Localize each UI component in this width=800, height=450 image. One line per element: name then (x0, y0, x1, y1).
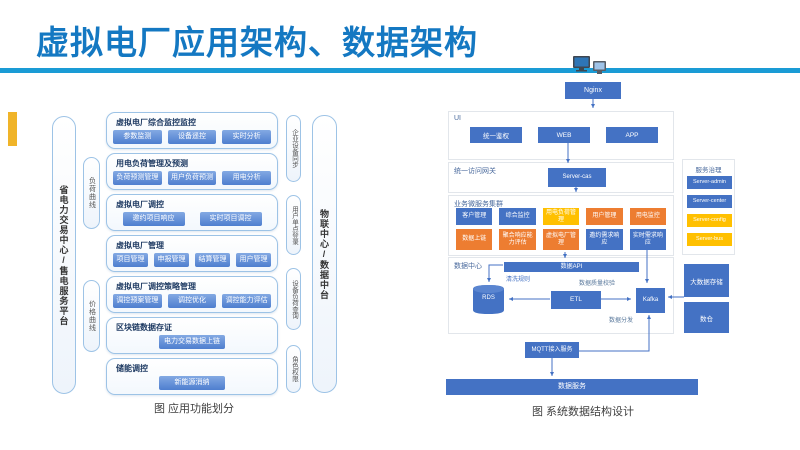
group-load-forecast: 用电负荷管理及预测 负荷预测管理 用户负荷预测 用电分析 (106, 153, 278, 190)
group-title: 储能调控 (116, 364, 148, 373)
accent-bar (8, 112, 17, 146)
group-title: 虚拟电厂调控 (116, 200, 164, 209)
group-title: 区块链数据存证 (116, 323, 172, 332)
module-chip: 结算管理 (195, 253, 230, 267)
group-title: 虚拟电厂综合监控监控 (116, 118, 196, 127)
datacenter-section: 数据中心 数据API 清洗规则 数据质量校验 RDS ETL Kafka 数据分… (448, 257, 674, 334)
gateway-section: 统一访问网关 Server-cas (448, 162, 674, 193)
group-blockchain: 区块链数据存证 电力交易数据上链 (106, 317, 278, 354)
service-node: 虚拟电厂管理 (542, 229, 580, 250)
governance-node: Server-center (687, 195, 732, 208)
governance-section: 服务治理 Server-admin Server-center Server-c… (682, 159, 735, 255)
service-node: 综合监控 (499, 208, 536, 225)
group-storage-control: 储能调控 新能源消纳 (106, 358, 278, 395)
platform-pill-left: 省电力交易中心/售电服务平台 (52, 116, 76, 394)
service-node: 聚合响应能力评估 (499, 229, 536, 250)
module-chip: 参数监测 (113, 130, 162, 144)
bottom-service-bar: 数据服务 (446, 379, 698, 395)
group-title: 虚拟电厂调控策略管理 (116, 282, 196, 291)
data-api-bar: 数据API (504, 262, 639, 272)
ui-node-web: WEB (538, 127, 590, 143)
services-section: 业务微服务集群 客户管理 综合监控 用电负荷管理 用户管理 用电监控 数据上链 … (448, 195, 674, 256)
database-label: RDS (482, 295, 495, 301)
group-monitoring: 虚拟电厂综合监控监控 参数监测 设备遥控 实时分析 (106, 112, 278, 149)
section-label: 服务治理 (695, 167, 722, 174)
ui-node-app: APP (606, 127, 658, 143)
service-node: 用户管理 (586, 208, 623, 225)
ui-node-auth: 统一鉴权 (470, 127, 522, 143)
module-chip: 邀约项目响应 (122, 212, 185, 226)
group-strategy: 虚拟电厂调控策略管理 调控预案管理 调控优化 调控能力评估 (106, 276, 278, 313)
page-title: 虚拟电厂应用架构、数据架构 (36, 24, 478, 61)
module-chip: 设备遥控 (167, 130, 217, 144)
module-chip: 项目管理 (113, 253, 148, 267)
gateway-node: Server-cas (548, 168, 606, 187)
service-node: 数据上链 (456, 229, 493, 250)
service-node: 用电监控 (629, 208, 667, 225)
etl-node: ETL (551, 291, 601, 309)
bigdata-storage-node: 大数据存储 (684, 264, 729, 297)
sync-pill-device: 企业设备同步 (286, 115, 301, 182)
section-label: UI (454, 115, 461, 122)
computer-icons (572, 54, 612, 80)
module-chip: 新能源消纳 (159, 376, 225, 390)
module-chip: 实时项目调控 (199, 212, 262, 226)
left-diagram-caption: 图 应用功能划分 (153, 403, 235, 415)
module-chip: 负荷预测管理 (113, 171, 162, 185)
module-chip: 调控优化 (167, 294, 217, 308)
governance-node: Server-bus (687, 233, 732, 246)
module-chip: 用户负荷预测 (167, 171, 217, 185)
quality-check-label: 数据质量校验 (579, 281, 616, 287)
clean-rule-label: 清洗规则 (506, 277, 531, 283)
section-label: 统一访问网关 (454, 168, 496, 175)
module-chip: 调控预案管理 (113, 294, 162, 308)
distribute-label: 数据分发 (609, 318, 634, 324)
data-warehouse-node: 数仓 (684, 302, 729, 333)
governance-node: Server-config (687, 214, 732, 227)
section-label: 业务微服务集群 (454, 201, 503, 208)
title-divider (0, 68, 800, 73)
sync-pill-sso: 用户单点登录 (286, 195, 301, 255)
section-label: 数据中心 (454, 263, 482, 270)
module-chip: 调控能力评估 (222, 294, 272, 308)
mqtt-node: MQTT接入服务 (525, 342, 579, 358)
group-title: 虚拟电厂管理 (116, 241, 164, 250)
group-title: 用电负荷管理及预测 (116, 159, 188, 168)
governance-node: Server-admin (687, 176, 732, 189)
nginx-node: Nginx (565, 82, 621, 99)
group-management: 虚拟电厂管理 项目管理 申报管理 结算管理 用户管理 (106, 235, 278, 272)
sync-pill-load-query: 设备负荷查询 (286, 268, 301, 330)
service-node: 客户管理 (456, 208, 493, 225)
module-chip: 实时分析 (222, 130, 272, 144)
price-curve-pill: 价格曲线 (83, 280, 100, 352)
service-node: 实时需求响应 (629, 229, 667, 250)
sync-pill-role: 角色权限 (286, 345, 301, 393)
module-chip: 申报管理 (154, 253, 189, 267)
group-dispatch: 虚拟电厂调控 邀约项目响应 实时项目调控 (106, 194, 278, 231)
load-curve-pill: 负荷曲线 (83, 157, 100, 229)
platform-pill-right: 物联中心/数据中台 (312, 115, 337, 393)
module-chip: 电力交易数据上链 (159, 335, 225, 349)
right-diagram-caption: 图 系统数据结构设计 (531, 406, 635, 418)
kafka-node: Kafka (636, 288, 665, 313)
service-node: 用电负荷管理 (542, 208, 580, 225)
module-chip: 用户管理 (236, 253, 271, 267)
database-icon: RDS (472, 284, 505, 315)
module-chip: 用电分析 (222, 171, 272, 185)
service-node: 邀约需求响应 (586, 229, 623, 250)
ui-section: UI 统一鉴权 WEB APP (448, 111, 674, 160)
